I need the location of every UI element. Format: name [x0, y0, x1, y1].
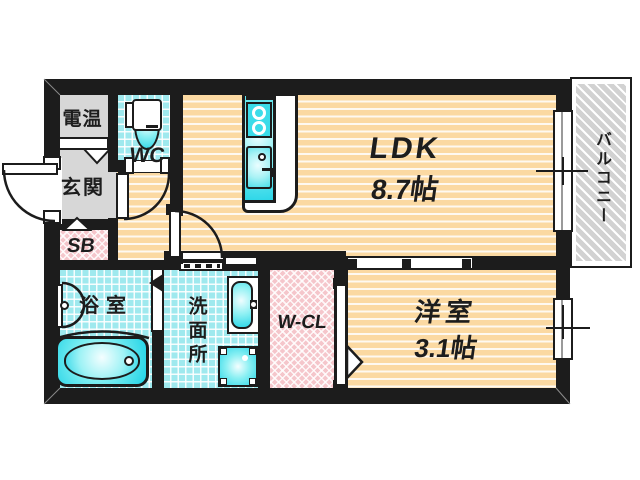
entrance-label: 玄関 [61, 176, 105, 199]
entrance-jamb-bottom [43, 210, 61, 224]
kitchen-faucet-dot [258, 153, 266, 161]
range-hood [246, 90, 276, 100]
ldk-label: LDK [367, 132, 443, 165]
wall-bathroom-top [44, 260, 164, 270]
entrance-sb-divider [57, 219, 108, 230]
wall-washroom-wcl [258, 251, 270, 388]
vanity-faucet-dot [251, 302, 256, 307]
wall-corridor-ldk [170, 95, 183, 216]
washer-pan-corner-bl [220, 378, 227, 385]
washroom-sliding-door-panel [179, 251, 225, 261]
wc-door-opening [126, 161, 168, 172]
wall-washroom-bath [152, 330, 164, 388]
western-window-cross-h [546, 327, 590, 329]
walk-in-closet-room [270, 270, 334, 388]
ldk-size-label: 8.7帖 [369, 174, 441, 205]
toilet-flush-handle [146, 125, 158, 128]
wall-top [44, 79, 570, 95]
kitchen-faucet-spout-2 [271, 168, 274, 177]
wall-ldk-south-right [474, 256, 556, 270]
sliding-door-dashes [184, 264, 220, 268]
wcl-door-leaf [335, 284, 347, 386]
balcony-label: バルコニー [593, 130, 610, 226]
stove-burner-2 [252, 121, 266, 135]
bathroom-label: 浴室 [79, 294, 133, 317]
ldk-door-leaf [169, 210, 181, 258]
ldk-door-cap-bottom [166, 253, 183, 264]
entrance-door-leaf [2, 163, 58, 175]
stove-burner-1 [252, 106, 266, 120]
shoe-box-room [57, 230, 108, 260]
balcony-hatch [576, 84, 626, 261]
wall-sb-corridor [108, 218, 118, 270]
western-window-cross-v [562, 305, 564, 339]
ldk-door-cap-top [166, 204, 183, 215]
water-heater-label: 電温 [62, 108, 103, 130]
wc-label: WC [127, 144, 167, 167]
bathroom-door-leaf [151, 268, 164, 332]
washer-pan-corner-br [249, 378, 256, 385]
water-heater-shelf [56, 137, 109, 150]
wc-door-leaf [116, 173, 129, 219]
wall-bottom [44, 388, 570, 404]
wall-heater-wc [108, 95, 118, 172]
washroom-label: 洗面所 [185, 296, 207, 368]
wcl-label: W-CL [275, 312, 329, 333]
window-mark-left [348, 259, 357, 268]
bathtub-drain [124, 356, 134, 366]
wc-jamb-right [160, 157, 170, 174]
washer-pan-corner-tr [249, 348, 256, 355]
western-room-label: 洋室 [412, 296, 479, 327]
kitchen-faucet-spout [262, 168, 274, 171]
wcl-door-cap-top [333, 278, 348, 289]
wall-ldk-south-left [258, 251, 346, 270]
washer-pan-dot [242, 355, 248, 361]
shower-knob [60, 301, 69, 310]
water-heater-room [57, 95, 108, 138]
western-room-size-label: 3.1帖 [412, 332, 479, 363]
ldk-window-cross-v [562, 157, 564, 185]
window-mark-middle [402, 259, 411, 268]
wc-jamb-left [124, 157, 134, 174]
sliding-door-pocket-panel [224, 256, 258, 266]
shoe-box-label: SB [65, 234, 97, 257]
washer-pan-corner-tl [220, 348, 227, 355]
window-mark-right [462, 259, 471, 268]
